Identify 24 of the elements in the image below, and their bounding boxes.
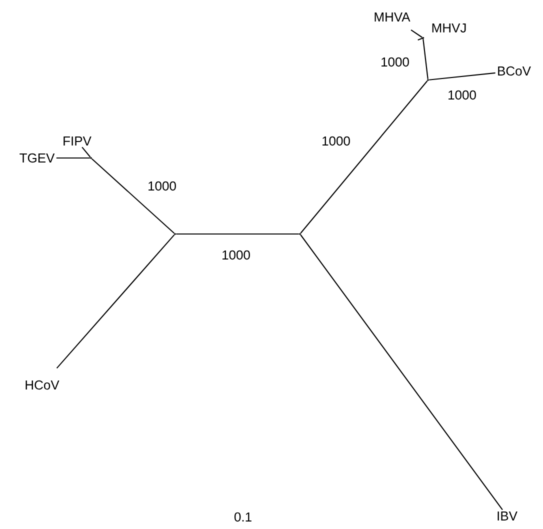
tree-branch — [91, 158, 175, 234]
bootstrap-value: 1000 — [222, 250, 250, 260]
taxon-label: FIPV — [64, 136, 92, 146]
tree-branch — [429, 72, 496, 80]
tree-branch — [56, 234, 175, 369]
taxon-label: IBV — [498, 512, 518, 520]
bootstrap-value: 1000 — [148, 181, 176, 191]
tree-branch — [82, 146, 91, 158]
scale-value: 0.1 — [234, 512, 252, 522]
taxon-label: BCoV — [498, 66, 531, 76]
tree-branch — [176, 233, 299, 235]
taxon-label: TGEV — [20, 153, 55, 163]
tree-branch — [422, 39, 428, 79]
bootstrap-value: 1000 — [322, 136, 350, 146]
tree-branch — [410, 29, 422, 38]
tree-branch — [300, 80, 428, 234]
bootstrap-value: 1000 — [448, 90, 476, 100]
tree-branch — [418, 37, 424, 40]
bootstrap-value: 1000 — [382, 57, 409, 67]
taxon-label: HCoV — [26, 380, 60, 390]
tree-branch — [300, 234, 503, 510]
taxon-label: MHVJ — [432, 23, 466, 33]
tree-branch — [56, 157, 90, 159]
taxon-label: MHVA — [374, 12, 410, 22]
